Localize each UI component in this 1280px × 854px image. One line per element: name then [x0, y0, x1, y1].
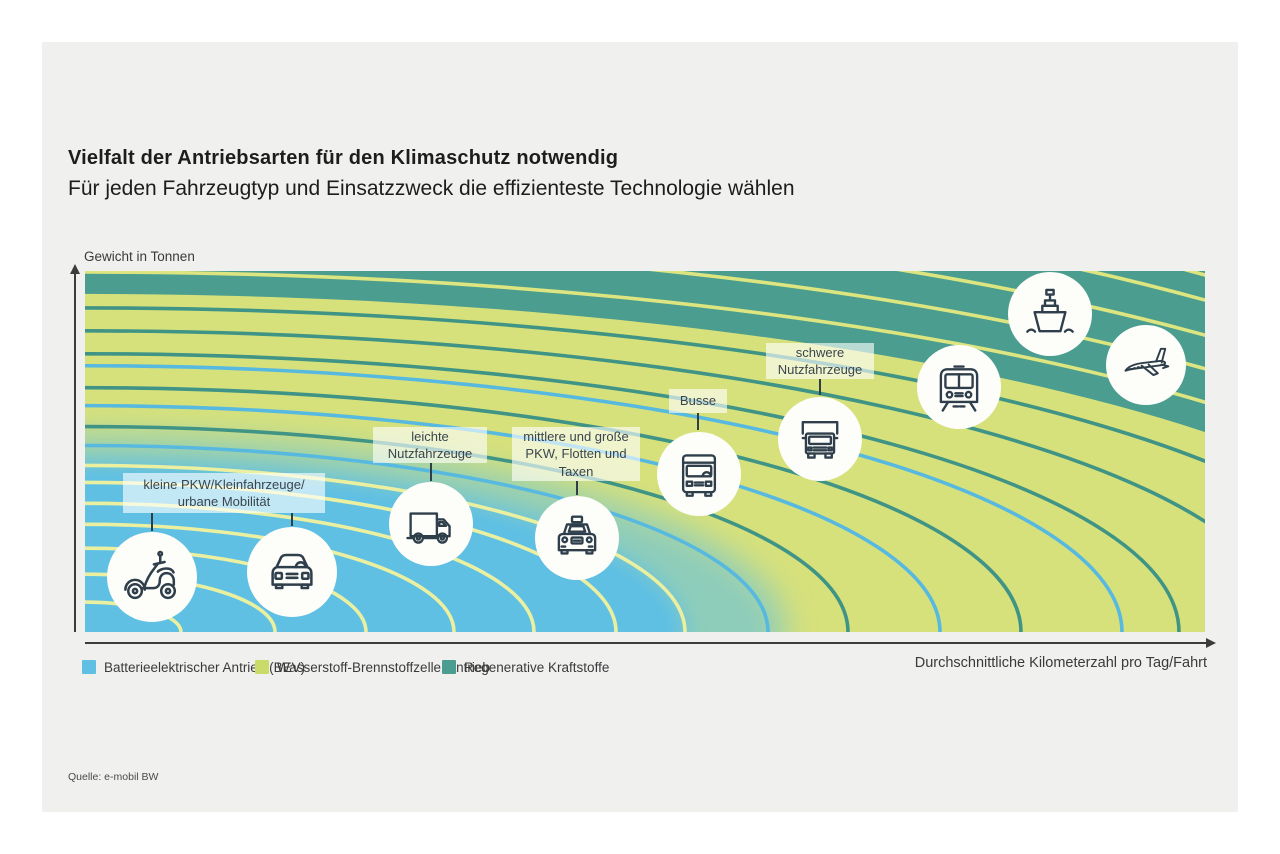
source-note: Quelle: e-mobil BW: [68, 771, 159, 783]
legend-swatch-hydrogen: [255, 660, 269, 674]
callout-connector: [819, 379, 821, 395]
callout-schwere-nutzfahrzeuge: schwere Nutzfahrzeuge: [766, 343, 874, 379]
page-subtitle: Für jeden Fahrzeugtyp und Einsatzzweck d…: [68, 177, 795, 200]
legend-swatch-fuels: [442, 660, 456, 674]
train-circle: [917, 345, 1001, 429]
callout-connector: [151, 513, 153, 531]
scooter-icon: [124, 550, 177, 600]
truck-icon: [801, 421, 839, 459]
y-axis-arrow-icon: [70, 264, 80, 274]
y-axis-label: Gewicht in Tonnen: [84, 249, 195, 264]
delivery-van-circle: [389, 482, 473, 566]
callout-connector: [291, 513, 293, 526]
airplane-icon: [1124, 347, 1170, 377]
taxi-icon: [557, 515, 597, 555]
legend-swatch-bev: [82, 660, 96, 674]
callout-connector: [430, 463, 432, 481]
callout-connector: [697, 413, 699, 430]
truck-circle: [778, 397, 862, 481]
legend-label-hydrogen: Wasserstoff-Brennstoffzellenantrieb: [277, 660, 490, 675]
y-axis-line: [74, 273, 76, 632]
callout-busse: Busse: [669, 389, 727, 413]
delivery-van-icon: [406, 512, 451, 544]
train-icon: [939, 365, 979, 412]
bus-circle: [657, 432, 741, 516]
x-axis-line: [85, 642, 1206, 644]
callout-leichte-nutzfahrzeuge: leichte Nutzfahrzeuge: [373, 427, 487, 463]
callout-mittlere-grosse-pkw: mittlere und große PKW, Flotten und Taxe…: [512, 427, 640, 481]
x-axis-label: Durchschnittliche Kilometerzahl pro Tag/…: [914, 655, 1207, 671]
scooter-circle: [107, 532, 197, 622]
car-icon: [271, 553, 313, 590]
car-circle: [247, 527, 337, 617]
x-axis-arrow-icon: [1206, 638, 1216, 648]
ship-icon: [1026, 288, 1074, 333]
bus-icon: [681, 454, 717, 497]
ship-circle: [1008, 272, 1092, 356]
taxi-circle: [535, 496, 619, 580]
legend-label-bev: Batterieelektrischer Antrieb (BEV): [104, 660, 306, 675]
callout-kleine-pkw: kleine PKW/Kleinfahrzeuge/ urbane Mobili…: [123, 473, 325, 513]
legend-label-fuels: Regenerative Kraftstoffe: [464, 660, 610, 675]
airplane-circle: [1106, 325, 1186, 405]
callout-connector: [576, 481, 578, 495]
page-title: Vielfalt der Antriebsarten für den Klima…: [68, 147, 619, 169]
